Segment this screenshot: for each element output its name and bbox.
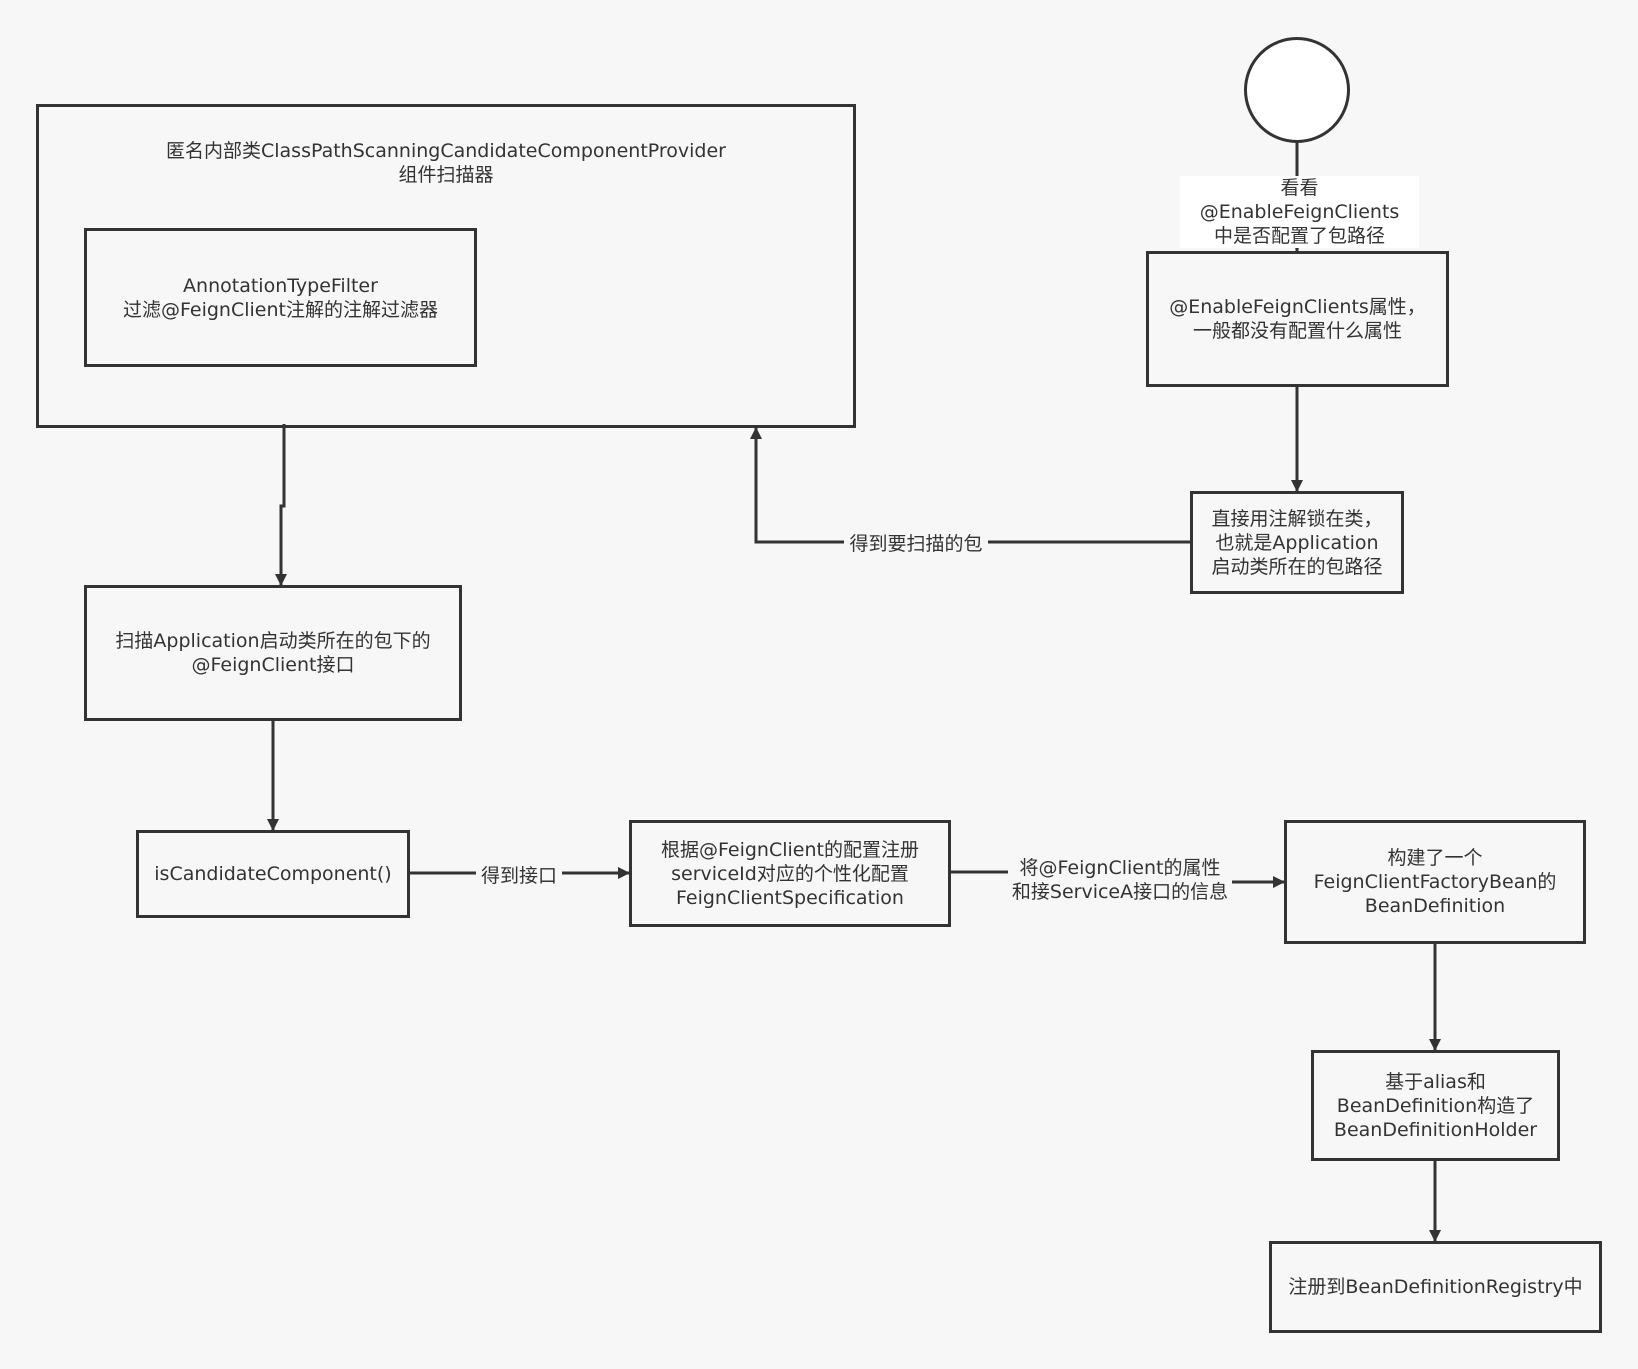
scan-interfaces-box: 扫描Application启动类所在的包下的 @FeignClient接口 — [84, 585, 462, 721]
start-node — [1244, 37, 1350, 143]
edge-label-get-interface: 得到接口 — [476, 864, 562, 888]
connector-scanner-to-scan-interfaces — [275, 424, 287, 586]
is-candidate-box: isCandidateComponent() — [136, 830, 410, 918]
enable-attrs-box: @EnableFeignClients属性， 一般都没有配置什么属性 — [1146, 251, 1449, 387]
factory-bean-box: 构建了一个 FeignClientFactoryBean的 BeanDefini… — [1284, 820, 1586, 944]
annotation-filter-box: AnnotationTypeFilter 过滤@FeignClient注解的注解… — [84, 228, 477, 367]
registry-box: 注册到BeanDefinitionRegistry中 — [1269, 1241, 1602, 1333]
scanner-container-title: 匿名内部类ClassPathScanningCandidateComponent… — [165, 140, 726, 186]
definition-holder-box: 基于alias和 BeanDefinition构造了 BeanDefinitio… — [1311, 1050, 1560, 1161]
edge-label-get-package: 得到要扫描的包 — [844, 532, 988, 556]
connector-annotation-class-to-scanner — [750, 427, 1190, 544]
scanner-container: 匿名内部类ClassPathScanningCandidateComponent… — [36, 104, 856, 428]
edge-label-feign-attrs: 将@FeignClient的属性 和接ServiceA接口的信息 — [1008, 856, 1232, 904]
register-config-box: 根据@FeignClient的配置注册 serviceId对应的个性化配置 Fe… — [629, 820, 951, 927]
annotation-class-box: 直接用注解锁在类， 也就是Application 启动类所在的包路径 — [1190, 491, 1404, 594]
edge-label-check-package: 看看@EnableFeignClients 中是否配置了包路径 — [1180, 176, 1419, 248]
